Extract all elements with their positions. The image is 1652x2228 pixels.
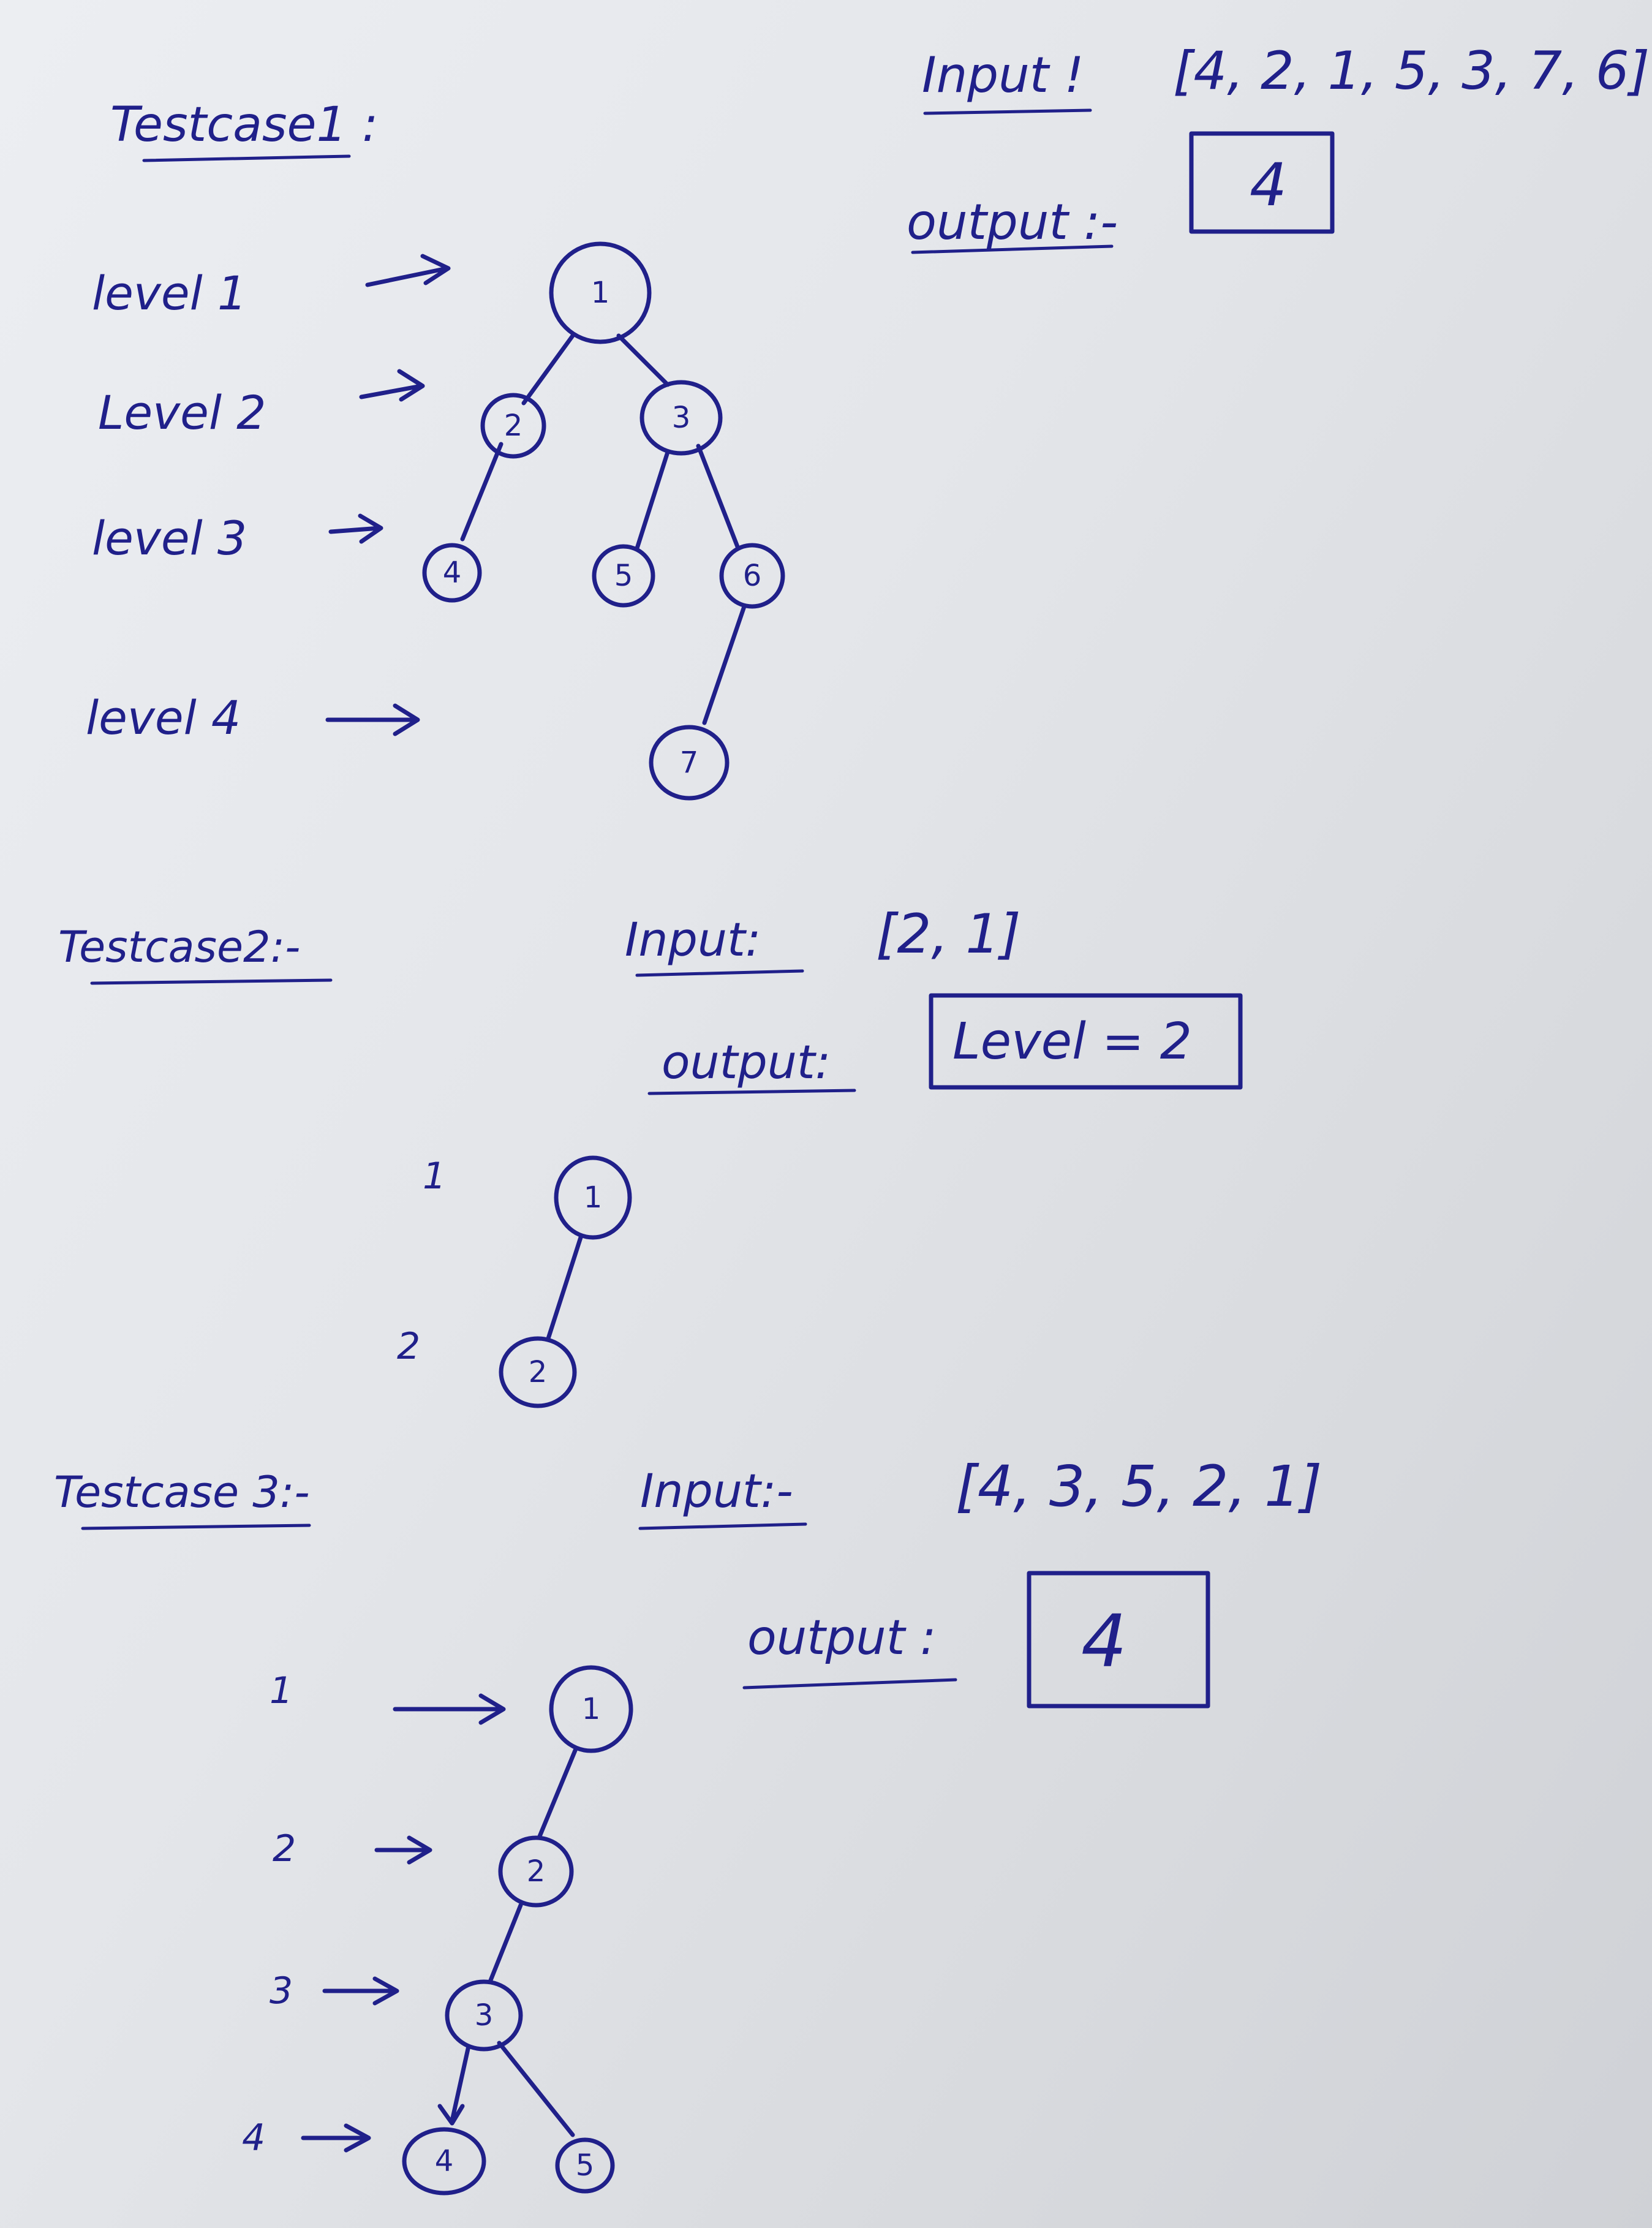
tree-node: 6 bbox=[719, 543, 785, 609]
testcase-3-level-label: 3 bbox=[270, 1969, 293, 2012]
tree-node: 3 bbox=[639, 380, 723, 456]
testcase-2-output-box bbox=[929, 993, 1243, 1090]
tree-edge bbox=[696, 444, 741, 551]
arrow-right-icon bbox=[301, 2123, 371, 2153]
testcase-1-output-value: 4 bbox=[1250, 151, 1287, 219]
testcase-3-input-value: [4, 3, 5, 2, 1] bbox=[956, 1454, 1322, 1519]
testcase-2-output-value: Level = 2 bbox=[952, 1013, 1192, 1071]
testcase-1-title: Testcase1 : bbox=[110, 97, 378, 153]
testcase-1-level-label: Level 2 bbox=[98, 385, 266, 440]
tree-edge bbox=[616, 333, 670, 387]
arrow-right-icon bbox=[322, 1976, 399, 2006]
tree-node: 1 bbox=[549, 1665, 633, 1753]
tree-node: 1 bbox=[554, 1155, 632, 1240]
tree-node: 4 bbox=[402, 2127, 486, 2196]
testcase-1-output-box bbox=[1189, 131, 1335, 234]
testcase-2-title-underline bbox=[90, 978, 333, 985]
tree-edge bbox=[546, 1235, 583, 1341]
testcase-1-level-label: level 4 bbox=[86, 690, 241, 745]
testcase-3-level-label: 1 bbox=[270, 1669, 293, 1712]
tree-node: 2 bbox=[480, 393, 546, 459]
testcase-1-level-label: level 1 bbox=[92, 266, 247, 320]
svg-text:1: 1 bbox=[582, 1692, 601, 1726]
tree-node: 7 bbox=[649, 725, 730, 801]
testcase-2-output-underline bbox=[647, 1089, 856, 1095]
svg-text:2: 2 bbox=[504, 409, 523, 443]
testcase-3-level-label: 4 bbox=[242, 2117, 265, 2159]
arrow-right-icon bbox=[328, 513, 383, 544]
tree-edge bbox=[460, 442, 504, 542]
testcase-3-output-underline bbox=[742, 1678, 957, 1690]
svg-text:4: 4 bbox=[443, 556, 462, 590]
testcase-2-level-label: 2 bbox=[397, 1325, 420, 1368]
tree-node: 5 bbox=[592, 544, 655, 608]
testcase-1-title-underline bbox=[142, 154, 351, 162]
arrow-right-icon bbox=[359, 369, 425, 402]
svg-text:1: 1 bbox=[591, 276, 610, 310]
testcase-3-output-box bbox=[1027, 1571, 1210, 1709]
testcase-3: Testcase 3:- Input:- [4, 3, 5, 2, 1] out… bbox=[54, 1454, 1322, 2196]
testcase-1-input-label: Input ! bbox=[922, 47, 1084, 104]
arrow-head-icon bbox=[437, 2104, 465, 2126]
arrow-right-icon bbox=[393, 1693, 506, 1725]
tree-edge bbox=[488, 1903, 523, 1984]
tree-edge bbox=[635, 450, 670, 551]
svg-text:3: 3 bbox=[475, 1998, 494, 2033]
svg-text:3: 3 bbox=[672, 401, 691, 435]
arrow-right-icon bbox=[374, 1835, 432, 1865]
svg-text:4: 4 bbox=[435, 2144, 454, 2178]
svg-text:5: 5 bbox=[614, 559, 633, 593]
testcase-3-input-underline bbox=[638, 1522, 807, 1530]
testcase-3-output-label: output : bbox=[747, 1611, 936, 1666]
testcase-1-input-underline bbox=[923, 108, 1092, 115]
testcase-2-title: Testcase2:- bbox=[58, 922, 300, 972]
testcase-2-input-value: [2, 1] bbox=[876, 902, 1021, 965]
svg-text:7: 7 bbox=[680, 746, 699, 780]
testcase-2: Testcase2:- Input: [2, 1] output: Level … bbox=[58, 902, 1243, 1408]
tree-node: 4 bbox=[422, 543, 482, 603]
testcase-1-input-value: [4, 2, 1, 5, 3, 7, 6] bbox=[1173, 40, 1650, 102]
tree-node: 2 bbox=[498, 1835, 574, 1908]
testcase-1: Testcase1 : Input ! [4, 2, 1, 5, 3, 7, 6… bbox=[86, 40, 1650, 801]
testcase-3-title: Testcase 3:- bbox=[54, 1467, 310, 1517]
testcase-3-level-label: 2 bbox=[273, 1827, 296, 1870]
tree-node: 3 bbox=[445, 1979, 523, 2052]
testcase-3-input-label: Input:- bbox=[640, 1463, 793, 1518]
testcase-1-output-label: output :- bbox=[907, 194, 1118, 251]
tree-edge bbox=[702, 604, 747, 725]
tree-node: 5 bbox=[555, 2137, 615, 2194]
svg-text:1: 1 bbox=[584, 1180, 603, 1215]
tree-edge bbox=[497, 2041, 575, 2137]
svg-text:6: 6 bbox=[743, 559, 762, 593]
tree-edge bbox=[450, 2044, 471, 2123]
testcase-2-level-label: 1 bbox=[423, 1155, 446, 1198]
testcase-3-output-value: 4 bbox=[1081, 1599, 1127, 1683]
tree-edge bbox=[537, 1747, 578, 1840]
svg-text:2: 2 bbox=[529, 1355, 548, 1389]
testcase-2-input-underline bbox=[635, 969, 804, 977]
testcase-1-output-underline bbox=[911, 244, 1114, 254]
testcase-1-level-label: level 3 bbox=[92, 511, 247, 565]
tree-edge bbox=[521, 333, 575, 406]
svg-text:2: 2 bbox=[527, 1854, 546, 1889]
testcase-2-output-label: output: bbox=[662, 1035, 831, 1089]
testcase-2-input-label: Input: bbox=[625, 912, 761, 967]
arrow-right-icon bbox=[365, 254, 451, 287]
svg-text:5: 5 bbox=[576, 2148, 595, 2183]
testcase-3-title-underline bbox=[81, 1524, 311, 1530]
tree-node: 1 bbox=[549, 241, 652, 344]
tree-node: 2 bbox=[499, 1336, 577, 1408]
arrow-right-icon bbox=[325, 703, 420, 736]
